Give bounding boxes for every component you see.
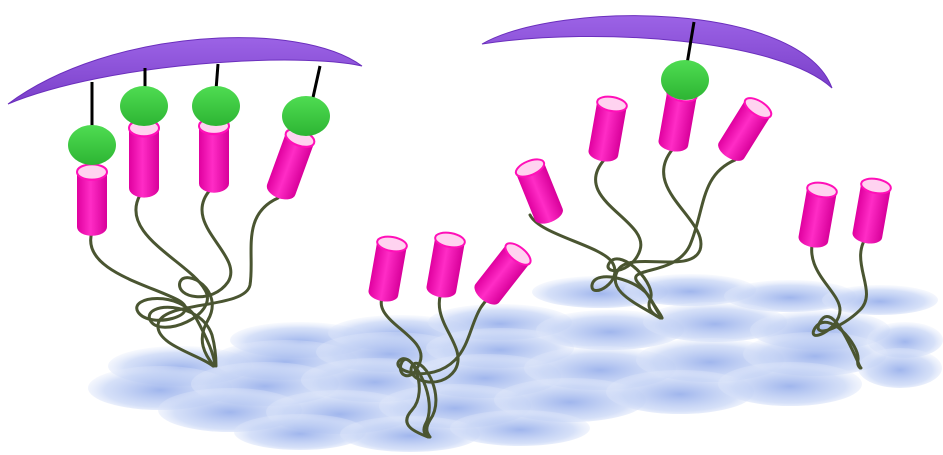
pink-cylinder-icon [715,94,775,165]
pink-cylinder-icon [470,239,534,309]
surface-tile [718,362,862,406]
green-receptor-icon [120,86,168,126]
curved-membrane-icon [482,16,832,88]
surface-tile [858,348,942,388]
pink-cylinder-icon [797,181,838,250]
stalk-line [312,66,320,102]
pink-cylinder-icon [513,156,565,228]
group-free-middle [367,231,534,309]
tether-coil [180,190,231,366]
green-receptor-icon [68,125,116,165]
pink-cylinder-icon [77,164,107,236]
pink-cylinder-icon [199,118,229,193]
pink-cylinder-icon [851,177,892,246]
curved-membrane-icon [8,38,362,104]
green-receptor-icon [192,86,240,126]
pink-cylinder-icon [367,235,408,304]
group-bound-left [8,38,362,236]
green-receptor-icon [661,60,709,100]
group-free-right [797,177,892,250]
pink-cylinder-icon [264,126,317,203]
green-receptor-icon [282,96,330,136]
pink-cylinder-icon [587,95,628,164]
group-bound-right [482,16,832,228]
surface-tile [450,410,590,446]
pink-cylinder-icon [129,120,159,198]
pink-cylinder-icon [425,231,466,300]
tether-coil [91,232,215,365]
